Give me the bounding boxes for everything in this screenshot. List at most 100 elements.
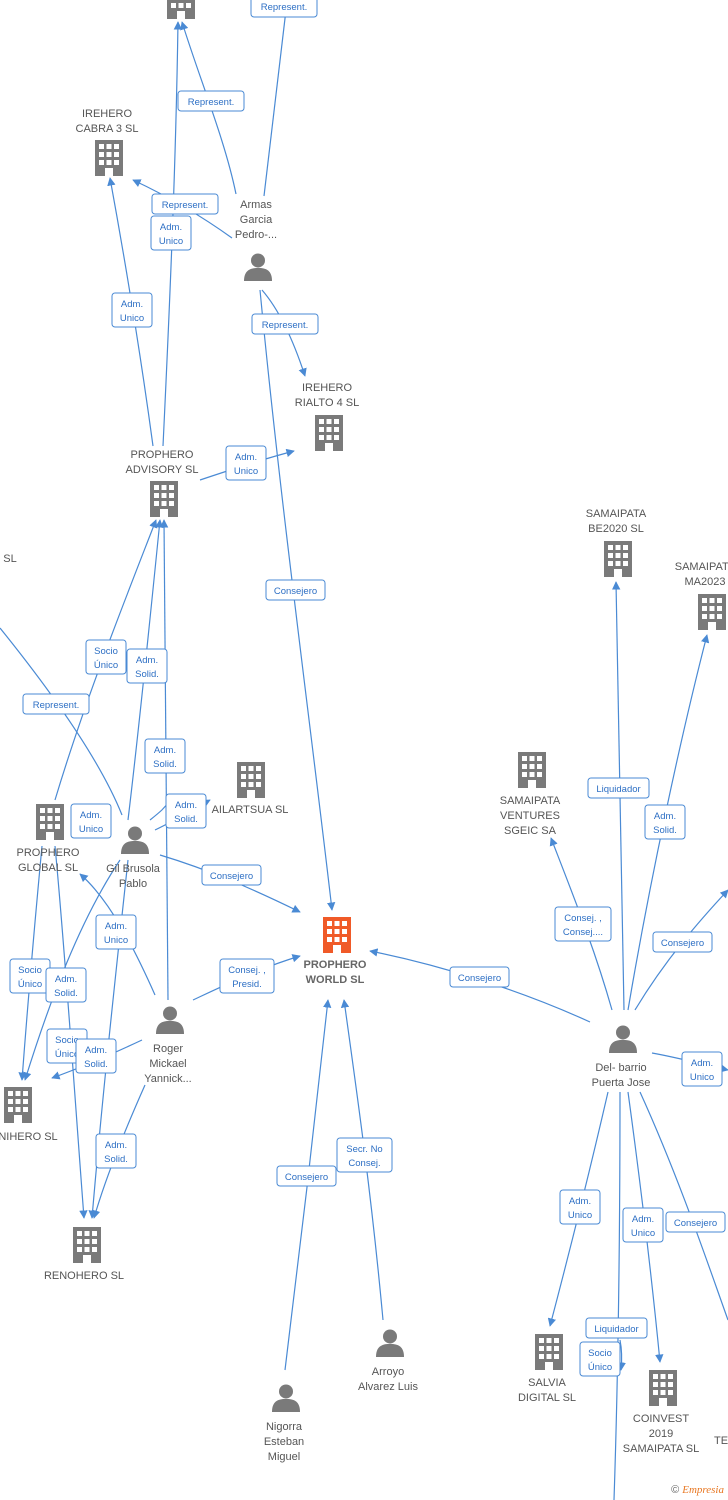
edge-label-text: Adm. <box>175 800 197 811</box>
nodes: IREHERO CABRA 3 SL Armas Garcia Pedro-..… <box>0 0 728 1463</box>
edge-label-adm-solid[interactable]: Adm.Solid. <box>45 967 87 1003</box>
person-node-armas[interactable]: Armas Garcia Pedro-... <box>235 199 277 281</box>
company-node-samaipata-ma2023[interactable]: SAMAIPATA MA2023 <box>675 561 728 630</box>
brand-logo: Empresia <box>682 1484 724 1496</box>
node-label: IREHERO <box>82 108 133 120</box>
node-label: GLOBAL SL <box>18 862 78 874</box>
edge-label-text: Consejero <box>285 1172 328 1183</box>
edge-label-adm-unico[interactable]: Adm.Unico <box>111 292 153 328</box>
edge-label-represent[interactable]: Represent. <box>251 313 319 335</box>
edge-label-text: Adm. <box>691 1058 713 1069</box>
company-node-prophero-global[interactable]: PROPHERO GLOBAL SL <box>17 804 80 874</box>
edge-label-liquidador[interactable]: Liquidador <box>587 777 650 799</box>
company-node-coinvest[interactable]: COINVEST 2019 SAMAIPATA SL <box>623 1370 699 1455</box>
person-node-gil[interactable]: Gil Brusola Pablo <box>106 826 161 890</box>
edge-label-consejero[interactable]: Consejero <box>449 966 510 988</box>
company-node-prophero-world[interactable]: PROPHERO WORLD SL <box>304 917 367 986</box>
person-icon <box>244 253 272 281</box>
edge-label-adm-solid[interactable]: Adm.Solid. <box>644 804 686 840</box>
edge-label-text: Consejero <box>274 586 317 597</box>
edge-label-adm-unico[interactable]: Adm.Unico <box>681 1051 723 1087</box>
building-icon <box>237 762 265 798</box>
company-node-samaipata-ventures[interactable]: SAMAIPATA VENTURES SGEIC SA <box>500 752 561 837</box>
edge-label-text: Adm. <box>55 974 77 985</box>
edge-label-consejero[interactable]: Consejero <box>265 579 326 601</box>
company-node-te[interactable]: TE <box>714 1435 728 1447</box>
company-node-renohero[interactable]: RENOHERO SL <box>44 1227 124 1282</box>
edge-label-consej-consej[interactable]: Consej. ,Consej.... <box>554 906 612 942</box>
edge-label-adm-solid[interactable]: Adm. Solid. <box>165 793 207 829</box>
node-label: VENTURES <box>500 810 560 822</box>
person-node-delbarrio[interactable]: Del- barrio Puerta Jose <box>592 1025 651 1089</box>
edge-label-adm-solid[interactable]: Adm.Solid. <box>75 1038 117 1074</box>
person-icon <box>121 826 149 854</box>
edge-label-text: Único <box>55 1049 79 1060</box>
edge-label-text: Adm. <box>136 655 158 666</box>
node-label: Roger <box>153 1043 183 1055</box>
company-node-irehero-rialto[interactable]: IREHERO RIALTO 4 SL <box>295 382 359 451</box>
edge-label-text: Adm. <box>235 452 257 463</box>
node-label: Mickael <box>149 1058 186 1070</box>
company-node-left-sl[interactable]: SL <box>3 553 16 565</box>
edge-label-adm-solid[interactable]: Adm.Solid. <box>144 738 186 774</box>
node-label: 2019 <box>649 1428 673 1440</box>
edge-label-text: Consejero <box>458 973 501 984</box>
building-icon <box>167 0 195 19</box>
edge-label-adm-unico[interactable]: Adm.Unico <box>150 215 192 251</box>
person-node-nigorra[interactable]: Nigorra Esteban Miguel <box>264 1384 304 1463</box>
edge-label-adm-unico[interactable]: Adm. Unico <box>622 1207 664 1243</box>
person-node-roger[interactable]: Roger Mickael Yannick... <box>144 1006 192 1085</box>
edge-label-consejero[interactable]: Consejero <box>665 1211 726 1233</box>
edge-label-adm-unico[interactable]: Adm.Unico <box>70 803 112 839</box>
company-node-ailartsua[interactable]: AILARTSUA SL <box>212 762 289 816</box>
node-label: CABRA 3 SL <box>76 123 139 135</box>
footer-brand: © Empresia <box>671 1484 724 1496</box>
node-label: Miguel <box>268 1451 300 1463</box>
company-node-prophero-advisory[interactable]: PROPHERO ADVISORY SL <box>126 449 199 517</box>
edge-label-represent[interactable]: Represent. <box>250 0 318 18</box>
company-node-irehero-cabra[interactable]: IREHERO CABRA 3 SL <box>76 108 139 176</box>
person-node-arroyo[interactable]: Arroyo Alvarez Luis <box>358 1329 418 1393</box>
edge-label-text: Socio <box>94 646 118 657</box>
node-label: TE <box>714 1435 728 1447</box>
node-label: COINVEST <box>633 1413 690 1425</box>
edge-label-adm-solid[interactable]: Adm.Solid. <box>126 648 168 684</box>
edge-label-text: Solid. <box>174 814 198 825</box>
edge-label-text: Adm. <box>632 1214 654 1225</box>
company-node-salvia[interactable]: SALVIA DIGITAL SL <box>518 1334 576 1404</box>
node-label: Yannick... <box>144 1073 192 1085</box>
edge-label-text: Adm. <box>105 1140 127 1151</box>
edge-label-represent[interactable]: Represent. <box>22 693 90 715</box>
edge-label-text: Socio <box>588 1348 612 1359</box>
edge-label-adm-unico[interactable]: Adm.Unico <box>225 445 267 481</box>
node-label: PROPHERO <box>17 847 80 859</box>
node-label: ADVISORY SL <box>126 464 199 476</box>
edge-label-liquidador[interactable]: Liquidador <box>585 1317 648 1339</box>
node-label: Pablo <box>119 878 147 890</box>
edge-label-text: Unico <box>631 1228 655 1239</box>
edge-line <box>0 627 123 816</box>
company-node-nihero[interactable]: NIHERO SL <box>0 1087 58 1143</box>
edge-label-text: Único <box>588 1362 612 1373</box>
node-label: Pedro-... <box>235 229 277 241</box>
company-node-top[interactable] <box>167 0 195 19</box>
edge-label-represent[interactable]: Represent. <box>177 90 245 112</box>
edge-label-consejero[interactable]: Consejero <box>201 864 262 886</box>
node-label: Esteban <box>264 1436 304 1448</box>
edge-label-represent[interactable]: Represent. <box>151 193 219 215</box>
edge-label-adm-solid[interactable]: Adm.Solid. <box>95 1133 137 1169</box>
person-icon <box>156 1006 184 1034</box>
person-icon <box>609 1025 637 1053</box>
company-node-samaipata-be2020[interactable]: SAMAIPATA BE2020 SL <box>586 508 647 577</box>
edge-label-consejero[interactable]: Consejero <box>652 931 713 953</box>
edge-line <box>263 9 287 197</box>
edge-label-consej-presid[interactable]: Consej. ,Presid. <box>219 958 275 994</box>
edge-label-adm-unico[interactable]: Adm.Unico <box>95 914 137 950</box>
edge-line <box>617 1339 626 1371</box>
edge-label-consejero[interactable]: Consejero <box>276 1165 337 1187</box>
edge-label-adm-unico[interactable]: Adm.Unico <box>559 1189 601 1225</box>
